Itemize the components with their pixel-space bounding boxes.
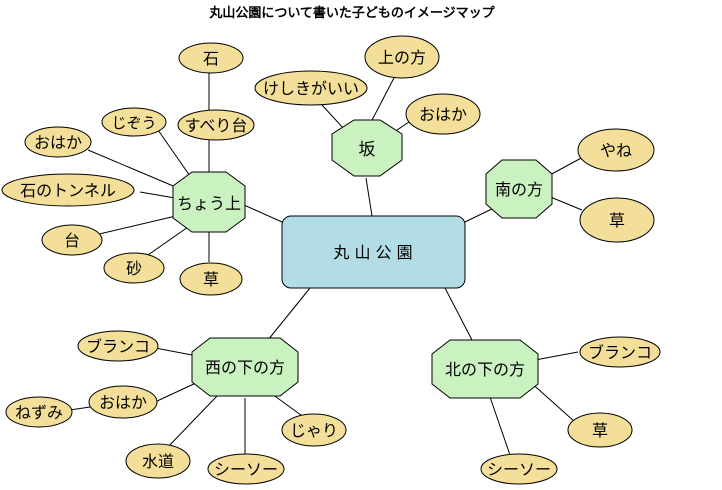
branch-label-chouue: ちょう上 [177,194,241,213]
branch-label-sakamichi: 坂 [359,140,376,160]
leaf-seesaw-nishi: シーソー [207,453,285,485]
leaf-dai: 台 [41,224,103,256]
leaf-jari: じゃり [281,413,347,447]
branch-label-nishi: 西の下の方 [205,358,285,377]
branch-node-minami: 南の方 [485,159,553,219]
leaf-yane: やね [577,128,655,172]
leaf-suna: 砂 [103,252,165,284]
leaf-nezumi: ねずみ [5,396,73,428]
leaf-ohaka-nishi: おはか [88,385,158,419]
leaf-buranko-nishi: ブランコ [77,330,159,362]
branch-label-kita: 北の下の方 [445,360,525,379]
leaf-label: 草 [592,421,608,440]
leaf-kusa-minami: 草 [579,197,655,243]
leaf-suberidai: すべり台 [177,109,255,141]
branch-node-sakamichi: 坂 [331,119,403,177]
leaf-label: すべり台 [185,116,248,135]
leaf-ishi-tunnel: 石のトンネル [1,173,135,207]
leaf-label: 草 [609,211,625,230]
leaf-ue-no-hou: 上の方 [364,35,440,79]
leaf-label: 草 [203,270,219,289]
leaf-label: 石のトンネル [20,181,116,200]
leaf-label: 台 [64,231,80,250]
leaf-label: やね [600,141,632,160]
leaf-label: じぞう [111,114,156,132]
leaf-label: 上の方 [378,48,426,67]
branch-label-minami: 南の方 [495,180,543,199]
leaf-kusa-chouue: 草 [179,262,243,296]
leaf-label: おはか [419,105,467,124]
leaf-ishi: 石 [178,42,244,74]
leaf-label: ねずみ [15,403,63,422]
branch-node-chouue: ちょう上 [172,171,246,233]
branch-node-kita: 北の下の方 [431,339,539,399]
leaf-label: ブランコ [86,337,150,356]
leaf-label: 石 [203,49,219,68]
leaf-buranko-kita: ブランコ [579,336,661,368]
leaf-kusa-kita: 草 [567,412,633,448]
leaf-label: けしきがいい [263,79,359,98]
center-node: 丸 山 公 園 [281,215,466,289]
connector-lines [69,72,586,456]
branch-node-nishi: 西の下の方 [191,337,299,397]
center-node-label: 丸 山 公 園 [333,243,412,262]
leaf-label: ブランコ [588,343,652,362]
leaf-label: じゃり [290,421,338,440]
leaf-label: おはか [34,133,82,152]
leaf-seesaw-kita: シーソー [480,453,558,485]
leaf-ohaka-chouue: おはか [24,126,92,158]
leaf-label: シーソー [214,460,278,479]
leaf-suidou: 水道 [125,443,191,479]
leaf-label: 砂 [126,259,142,278]
diagram-title: 丸山公園について書いた子どものイメージマップ [208,5,495,21]
leaf-label: シーソー [487,460,551,479]
leaf-jizou: じぞう [101,107,167,137]
leaf-label: 水道 [142,452,174,471]
leaf-keshiki: けしきがいい [254,70,368,106]
leaf-label: おはか [99,393,147,412]
leaf-ohaka-saka: おはか [405,93,481,135]
